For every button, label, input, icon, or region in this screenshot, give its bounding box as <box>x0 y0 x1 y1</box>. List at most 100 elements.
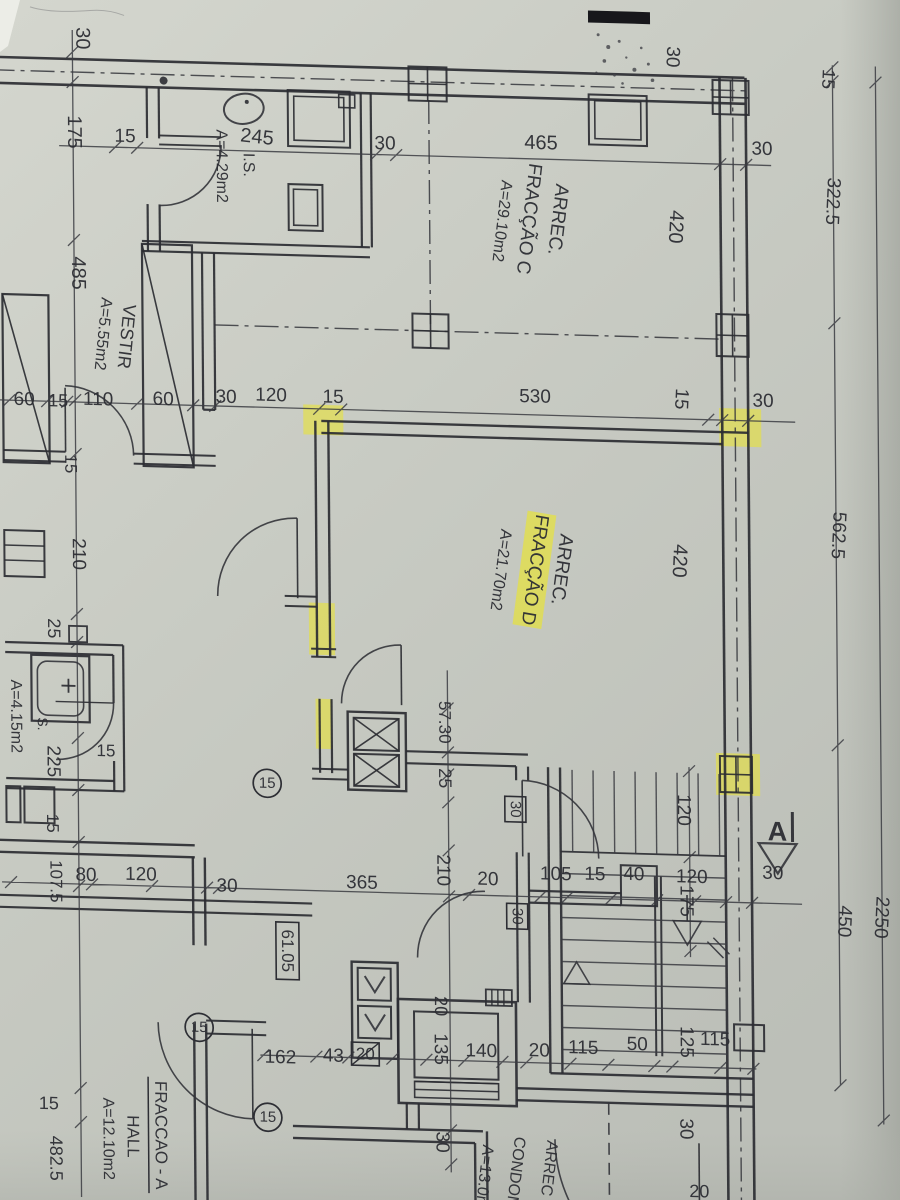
dim-15-g: 15 <box>39 1093 59 1114</box>
dim-530: 530 <box>519 386 551 408</box>
wall-segment <box>5 640 124 647</box>
dim-105-text: 105 <box>540 863 572 885</box>
dim-15-bathroom-text: 15 <box>114 126 135 148</box>
dim-30-top-right-text: 30 <box>751 139 772 161</box>
dim-420-d: 420 <box>668 543 691 578</box>
dim-115-b: 115 <box>700 1029 730 1051</box>
dim-15-g-text: 15 <box>39 1093 59 1114</box>
dim-20-b-text: 20 <box>431 996 451 1017</box>
wall-segment <box>0 893 313 905</box>
dim-140-text: 140 <box>465 1040 497 1062</box>
dim-530-text: 530 <box>519 386 551 408</box>
dim-322-5: 322.5 <box>821 177 844 226</box>
label-box <box>505 902 529 931</box>
dim-30-box-b-text: 30 <box>509 908 526 925</box>
dim-30-top-mid: 30 <box>374 133 395 155</box>
wall-segment <box>64 387 67 452</box>
highlight-wall-end <box>308 602 336 656</box>
wall-segment <box>6 776 115 783</box>
highlight-lobby-wall <box>315 698 332 750</box>
plan-rect <box>68 624 89 644</box>
wall-segment <box>414 1088 499 1093</box>
circle-15-c: 15 <box>253 1102 283 1133</box>
wall-segment <box>359 93 363 248</box>
dim-107-5: 107.5 <box>46 860 65 903</box>
plan-rect <box>619 864 659 908</box>
stair-tread <box>562 1026 728 1033</box>
wall-segment <box>408 82 447 86</box>
label-box <box>275 921 301 981</box>
wall-segment <box>296 518 299 599</box>
door-arc-lobby <box>340 644 402 704</box>
wall-segment <box>550 1071 754 1081</box>
room-wc-area-text: A=4.15m2 <box>7 679 25 753</box>
dim-20-c: 20 <box>529 1040 550 1062</box>
room-is-label: I.S. <box>240 153 257 177</box>
room-is-area-text: A=4.29m2 <box>212 129 230 203</box>
room-hall-fraccao: FRACCAO - A <box>147 1076 171 1194</box>
label-underline <box>147 1076 150 1194</box>
dim-245-bathroom: 245 <box>240 124 275 150</box>
room-is-label-text: I.S. <box>240 153 257 177</box>
label-highlight <box>512 510 557 630</box>
dim-562-5: 562.5 <box>827 511 850 560</box>
label-circle <box>252 768 283 799</box>
stair-tread <box>697 773 700 856</box>
dimension-line <box>441 670 458 1173</box>
dim-57-30-text: 57.30 <box>435 701 454 744</box>
wall-segment <box>659 876 664 1057</box>
plan-rect <box>356 1004 393 1040</box>
stair-tread <box>655 772 658 855</box>
wall-segment <box>321 431 723 446</box>
paper-corner-sliver <box>0 0 20 52</box>
dim-43: 43 <box>323 1045 344 1067</box>
dim-15-c-text: 15 <box>670 388 692 411</box>
bathtub-inner <box>36 660 85 717</box>
wall-segment <box>318 698 322 773</box>
dim-162: 162 <box>264 1047 296 1069</box>
dim-482-5-text: 482.5 <box>46 1136 66 1182</box>
wall-segment <box>406 762 517 768</box>
plan-rect <box>412 1010 500 1081</box>
dim-20-b: 20 <box>431 996 451 1017</box>
label-box <box>503 795 527 824</box>
dim-162-text: 162 <box>264 1047 296 1069</box>
dim-245-bathroom-text: 245 <box>240 124 275 150</box>
wall-segment <box>720 773 753 776</box>
dim-15-e-text: 15 <box>43 814 62 833</box>
stairs-down-arrow-icon <box>671 919 703 947</box>
plan-rect <box>356 966 392 1002</box>
label-box <box>350 1041 381 1067</box>
plan-rect <box>1 292 51 465</box>
plan-rect <box>140 242 195 469</box>
dim-25-left: 25 <box>44 618 64 639</box>
paper-edge-shadow <box>840 0 900 1200</box>
wall-segment <box>0 850 195 859</box>
dim-2250-text: 2250 <box>870 896 893 940</box>
dim-20-box-text: 20 <box>356 1044 375 1064</box>
dim-30-c2-text: 30 <box>216 875 237 897</box>
stair-tread <box>676 772 679 855</box>
plan-rect <box>484 988 513 1008</box>
toilet-icon <box>222 92 265 125</box>
plan-rect <box>292 188 319 227</box>
door-arc-fraccao-d <box>216 517 298 596</box>
dimension-lines <box>0 29 891 1198</box>
dimension-line <box>825 60 847 1092</box>
circle-15-b-text: 15 <box>191 1019 208 1036</box>
door-arc-stair-hall <box>522 779 600 859</box>
dim-80: 80 <box>75 864 96 886</box>
stair-tread <box>592 770 595 853</box>
dim-322-5-text: 322.5 <box>821 177 844 226</box>
dim-30-top-mid-text: 30 <box>374 133 395 155</box>
wall-segment <box>159 134 222 139</box>
wall-segment <box>312 767 349 771</box>
stair-tread <box>571 769 574 852</box>
dim-15-left-text: 15 <box>61 454 80 473</box>
centerline <box>428 99 432 329</box>
wall-segment <box>521 780 524 857</box>
